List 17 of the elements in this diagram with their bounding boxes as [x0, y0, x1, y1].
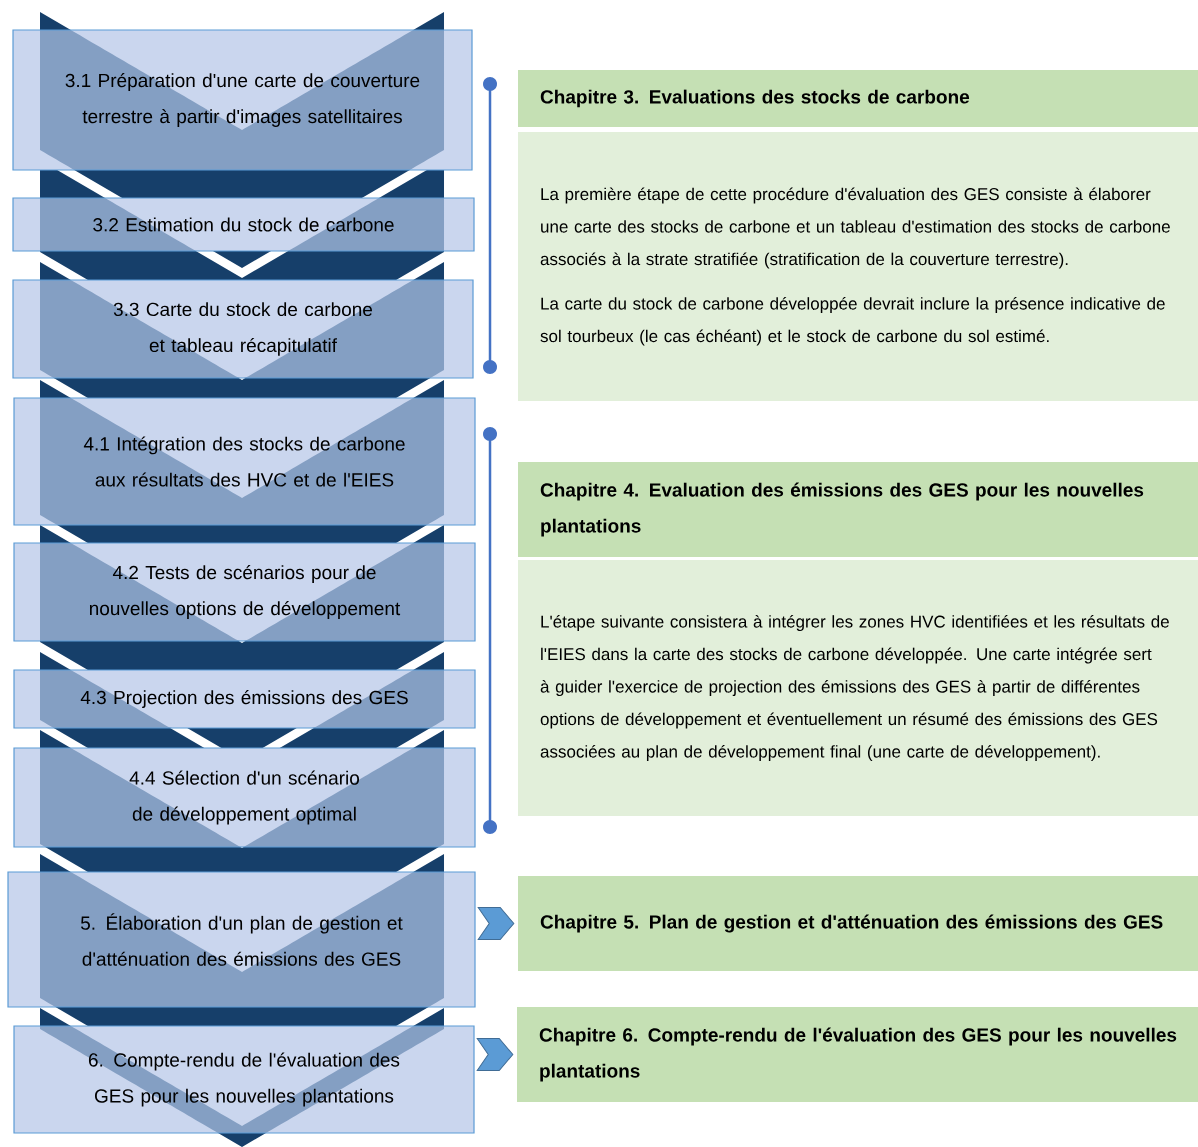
chapter-heading-box: Chapitre 5. Plan de gestion et d'atténuation des émissions des GES	[518, 876, 1198, 971]
step-box: 4.3 Projection des émissions des GES	[13, 669, 476, 729]
step-box: 3.3 Carte du stock de carbone et tableau récapitulatif	[12, 279, 474, 379]
step-box: 6. Compte-rendu de l'évaluation des GES pour les nouvelles plantations	[13, 1025, 475, 1134]
chapter-heading-box: Chapitre 4. Evaluation des émissions des GES pour les nouvelles plantations	[518, 462, 1198, 557]
chapter-heading-box: Chapitre 3. Evaluations des stocks de carbone	[518, 70, 1198, 127]
step-box: 5. Élaboration d'un plan de gestion et d'atténuation des émissions des GES	[7, 871, 476, 1008]
chapter-text-box: L'étape suivante consistera à intégrer les zones HVC identifiées et les résultats de l'EIES dans la carte des stocks de carbone développée. Une carte intégrée sert à guider l'exercice de projection des émissions des GES à partir de différentes options de développement et éventuellement un résumé des émissions des GES associées au plan de développement final (une carte de développement).	[518, 560, 1198, 816]
chevron-arrow	[477, 907, 515, 940]
chapter-text-box: La première étape de cette procédure d'évaluation des GES consiste à élaborer une carte des stocks de carbone et un tableau d'estimation des stocks de carbone associés à la strate stratifiée (stratification de la couverture terrestre). La carte du stock de carbone développée devrait inclure la présence indicative de sol tourbeux (le cas échéant) et le stock de carbone du sol estimé.	[518, 132, 1198, 401]
step-box: 3.2 Estimation du stock de carbone	[12, 197, 475, 252]
step-box: 3.1 Préparation d'une carte de couverture terrestre à partir d'images satellitaires	[12, 29, 473, 171]
step-box: 4.2 Tests de scénarios pour de nouvelles options de développement	[13, 542, 476, 642]
step-box: 4.1 Intégration des stocks de carbone aux résultats des HVC et de l'EIES	[13, 397, 476, 526]
chevron-arrow	[476, 1038, 514, 1071]
chapter-heading-box: Chapitre 6. Compte-rendu de l'évaluation des GES pour les nouvelles plantations	[517, 1007, 1198, 1102]
step-box: 4.4 Sélection d'un scénario de développement optimal	[13, 747, 476, 848]
